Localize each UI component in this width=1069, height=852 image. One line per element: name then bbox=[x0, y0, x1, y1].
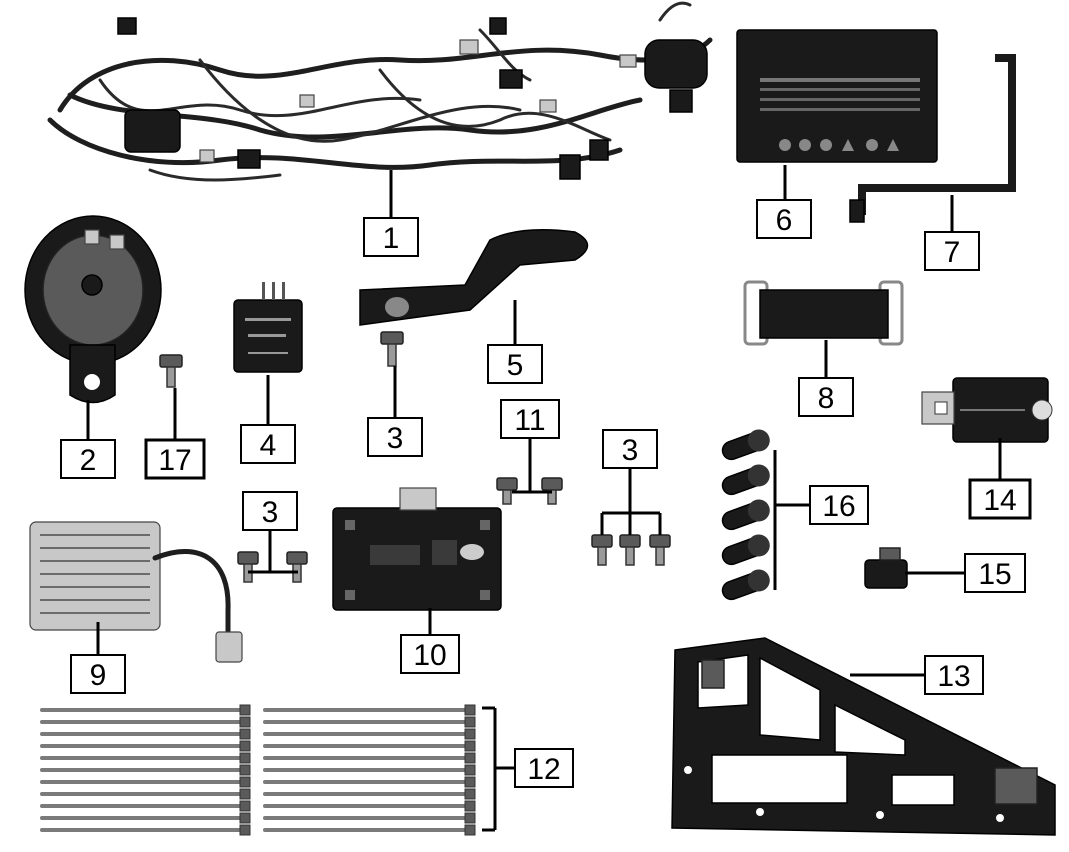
svg-text:6: 6 bbox=[776, 204, 793, 237]
bolt-icon bbox=[159, 354, 183, 388]
callout-2: 2 bbox=[60, 439, 116, 479]
svg-text:2: 2 bbox=[80, 444, 97, 477]
bolt-icon bbox=[591, 534, 671, 566]
svg-text:9: 9 bbox=[90, 659, 107, 692]
svg-text:16: 16 bbox=[822, 490, 855, 523]
svg-text:14: 14 bbox=[983, 484, 1016, 517]
callout-17: 17 bbox=[144, 438, 206, 480]
callout-10: 10 bbox=[400, 634, 460, 674]
callout-3c: 3 bbox=[602, 429, 658, 469]
callout-16: 16 bbox=[809, 485, 869, 525]
callout-8: 8 bbox=[798, 377, 854, 417]
svg-text:3: 3 bbox=[622, 434, 639, 467]
callout-9: 9 bbox=[70, 654, 126, 694]
terminal-cap-icon bbox=[721, 429, 770, 601]
flasher-relay-icon bbox=[233, 282, 303, 373]
callout-3b: 3 bbox=[242, 491, 298, 531]
callout-7: 7 bbox=[924, 231, 980, 271]
bolt-icon bbox=[380, 331, 404, 367]
callout-15: 15 bbox=[964, 553, 1026, 593]
bracket-icon bbox=[359, 229, 589, 326]
callout-4: 4 bbox=[240, 424, 296, 464]
svg-text:15: 15 bbox=[978, 558, 1011, 591]
callout-5: 5 bbox=[487, 344, 543, 384]
svg-text:7: 7 bbox=[944, 236, 961, 269]
svg-text:5: 5 bbox=[507, 349, 524, 382]
svg-text:10: 10 bbox=[413, 639, 446, 672]
regulator-rectifier-icon bbox=[29, 521, 243, 663]
callout-1: 1 bbox=[363, 217, 419, 257]
electrical-board-icon bbox=[671, 637, 1056, 836]
svg-text:4: 4 bbox=[260, 429, 277, 462]
svg-text:3: 3 bbox=[262, 496, 279, 529]
svg-text:13: 13 bbox=[937, 660, 970, 693]
bolt-icon bbox=[496, 477, 563, 505]
svg-text:3: 3 bbox=[387, 422, 404, 455]
connector-icon bbox=[864, 547, 908, 589]
callout-12: 12 bbox=[514, 748, 574, 788]
leader-lines bbox=[86, 165, 1002, 832]
svg-text:11: 11 bbox=[514, 404, 545, 437]
callout-6: 6 bbox=[756, 199, 812, 239]
regulator-rectifier-icon bbox=[921, 377, 1053, 443]
battery-icon bbox=[736, 29, 938, 163]
battery-strap-icon bbox=[743, 280, 904, 346]
callout-13: 13 bbox=[924, 655, 984, 695]
svg-text:17: 17 bbox=[158, 444, 191, 477]
cdi-unit-icon bbox=[332, 487, 502, 611]
svg-text:8: 8 bbox=[818, 382, 835, 415]
battery-holder-icon bbox=[849, 54, 1016, 223]
callout-11: 11 bbox=[500, 399, 560, 439]
bolt-icon bbox=[237, 551, 308, 583]
callout-3a: 3 bbox=[367, 417, 423, 457]
svg-text:12: 12 bbox=[527, 753, 560, 786]
callout-14: 14 bbox=[968, 478, 1032, 520]
cable-tie-icon bbox=[40, 704, 476, 836]
horn-icon bbox=[24, 215, 162, 404]
svg-text:1: 1 bbox=[383, 222, 400, 255]
wiring-harness-icon bbox=[47, 1, 713, 182]
